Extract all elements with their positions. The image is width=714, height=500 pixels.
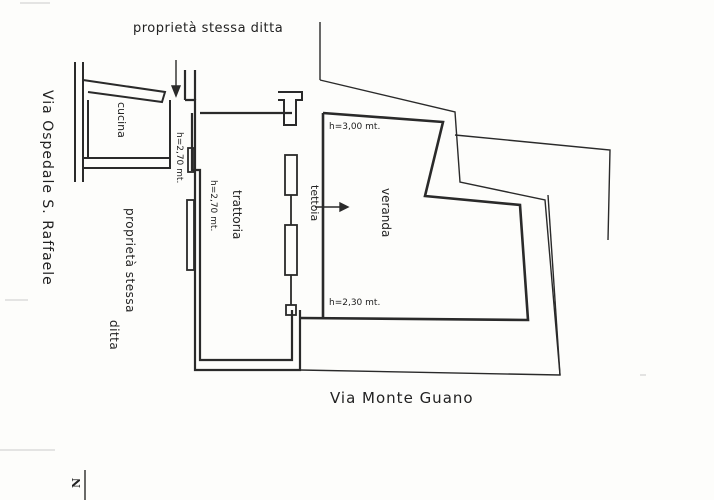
label-h-trattoria: h=2,70 mt.: [208, 180, 218, 232]
tettoia-pillar-2: [284, 224, 298, 276]
arrow-head-right: [339, 201, 350, 213]
label-trattoria: trattoria: [230, 190, 244, 240]
label-proprieta-side-2: ditta: [107, 320, 121, 351]
label-via-ospedale: Via Ospedale S. Raffaele: [39, 90, 55, 286]
tettoia-pillar-3: [285, 304, 297, 316]
trattoria-wall-left: [190, 113, 294, 362]
label-tettoia: tettoia: [308, 185, 321, 222]
label-proprieta-top: proprietà stessa ditta: [133, 21, 284, 36]
tettoia-pillar-1: [284, 154, 298, 196]
label-via-monte: Via Monte Guano: [330, 389, 474, 407]
window-1: [187, 147, 195, 173]
neighbor-boundary: [454, 134, 611, 241]
label-cucina: cucina: [115, 102, 128, 138]
label-h-cucina: h=2,70 mt.: [174, 132, 184, 184]
label-proprieta-side-1: proprietà stessa: [123, 208, 137, 313]
north-label: N: [70, 477, 83, 488]
cucina-top: [82, 79, 167, 104]
pillar: [278, 91, 303, 126]
trattoria-outer: [185, 98, 302, 372]
property-boundary: [299, 79, 561, 376]
arrow-head-top: [170, 85, 182, 98]
window-2: [186, 199, 195, 271]
neighbor-boundary-2: [547, 194, 561, 376]
label-h-veranda-top: h=3,00 mt.: [329, 122, 381, 132]
label-h-veranda-bottom: h=2,30 mt.: [329, 298, 381, 308]
cucina-bottom: [83, 157, 171, 169]
veranda-wall: [299, 111, 530, 322]
label-veranda: veranda: [379, 188, 393, 238]
